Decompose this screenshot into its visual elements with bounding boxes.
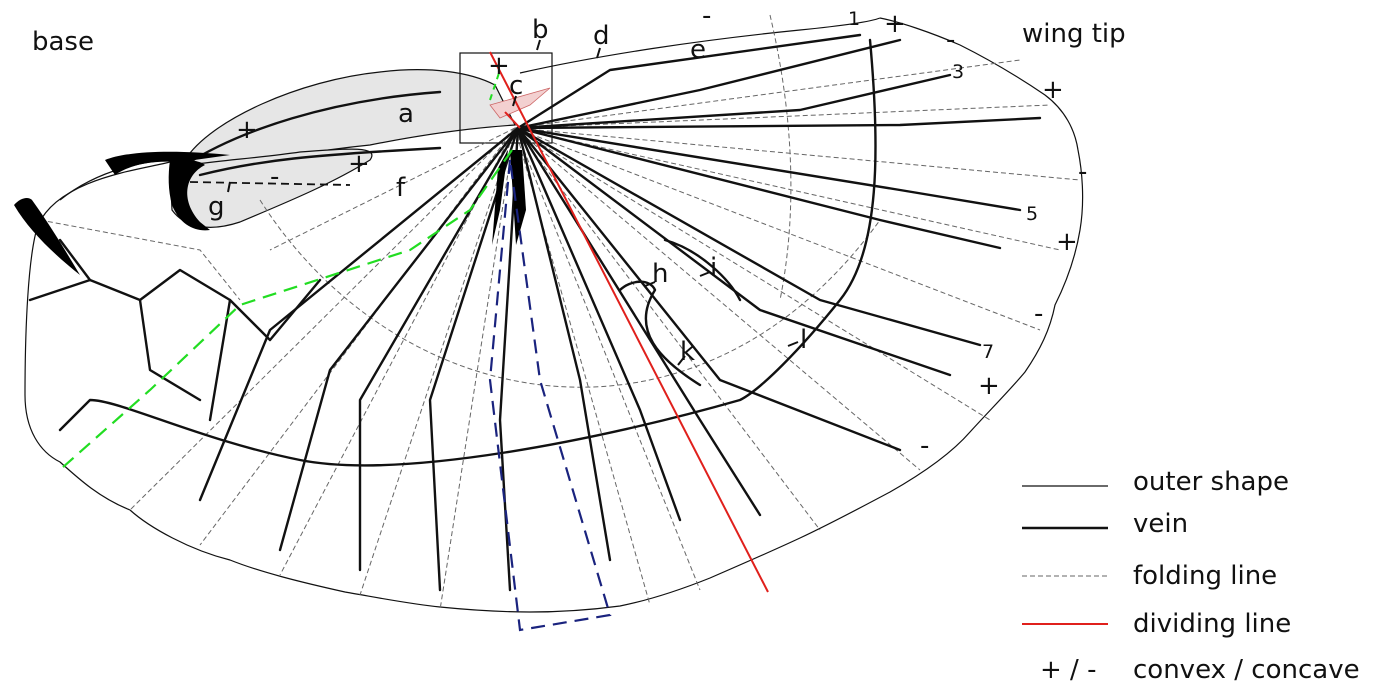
sign-minus: -	[1034, 299, 1043, 329]
base-label: base	[32, 27, 94, 57]
region-b-label: b	[532, 15, 549, 45]
sign-plus: +	[1042, 75, 1064, 105]
legend-convex-concave-label: convex / concave	[1133, 655, 1360, 685]
dividing-line-inset	[504, 111, 521, 129]
legend-vein-label: vein	[1133, 509, 1188, 539]
folding-lines	[39, 14, 1081, 611]
legend: outer shape vein folding line dividing l…	[1022, 467, 1360, 685]
legend-dividing-line-label: dividing line	[1133, 609, 1291, 639]
blue-fold-box	[488, 159, 612, 632]
sign-plus: +	[236, 115, 258, 145]
legend-folding-line-label: folding line	[1133, 561, 1277, 591]
base-sclerite-1	[105, 151, 230, 175]
base-dashed-line	[189, 181, 351, 186]
sign-minus: -	[702, 1, 711, 31]
vein-number-1: 1	[848, 8, 860, 30]
fold-sclerite-1	[492, 150, 508, 245]
sign-plus: +	[1056, 227, 1078, 257]
sign-minus: -	[1078, 157, 1087, 187]
region-a-label: a	[398, 99, 414, 129]
green-fold-line	[61, 149, 513, 469]
region-e-label: e	[690, 35, 706, 65]
wing-outline	[24, 17, 1084, 613]
base-sclerite-3	[14, 197, 80, 275]
sign-plus: +	[978, 371, 1000, 401]
legend-convex-symbol: + / -	[1040, 655, 1096, 685]
region-h-label: h	[652, 259, 668, 289]
region-g-label: g	[208, 192, 225, 222]
fold-sclerite-2	[510, 150, 526, 245]
vein-number-3: 3	[952, 61, 964, 83]
sign-plus: +	[488, 51, 510, 81]
region-k-label: k	[680, 337, 695, 367]
legend-outer-shape-label: outer shape	[1133, 467, 1289, 497]
sign-plus: +	[348, 149, 370, 179]
sign-plus: +	[884, 9, 906, 39]
region-f-label: f	[396, 173, 406, 203]
vein-number-7: 7	[982, 341, 994, 363]
sign-minus: -	[270, 162, 279, 192]
veins	[28, 33, 1042, 592]
label-leaders	[227, 39, 799, 366]
sign-minus: -	[920, 431, 929, 461]
region-c-label: c	[509, 71, 523, 101]
region-l-label: l	[800, 325, 807, 355]
leading-edge	[519, 17, 881, 74]
wing-tip-label: wing tip	[1022, 19, 1126, 49]
base-sclerite-2	[168, 159, 210, 231]
region-d-label: d	[593, 21, 610, 51]
dividing-line	[489, 51, 769, 593]
sign-minus: -	[946, 25, 955, 55]
pink-region-c	[489, 87, 551, 119]
vein-number-5: 5	[1026, 203, 1038, 225]
shaded-region-f	[169, 148, 373, 228]
green-fold-short	[489, 69, 501, 101]
region-i-label: i	[710, 253, 717, 283]
